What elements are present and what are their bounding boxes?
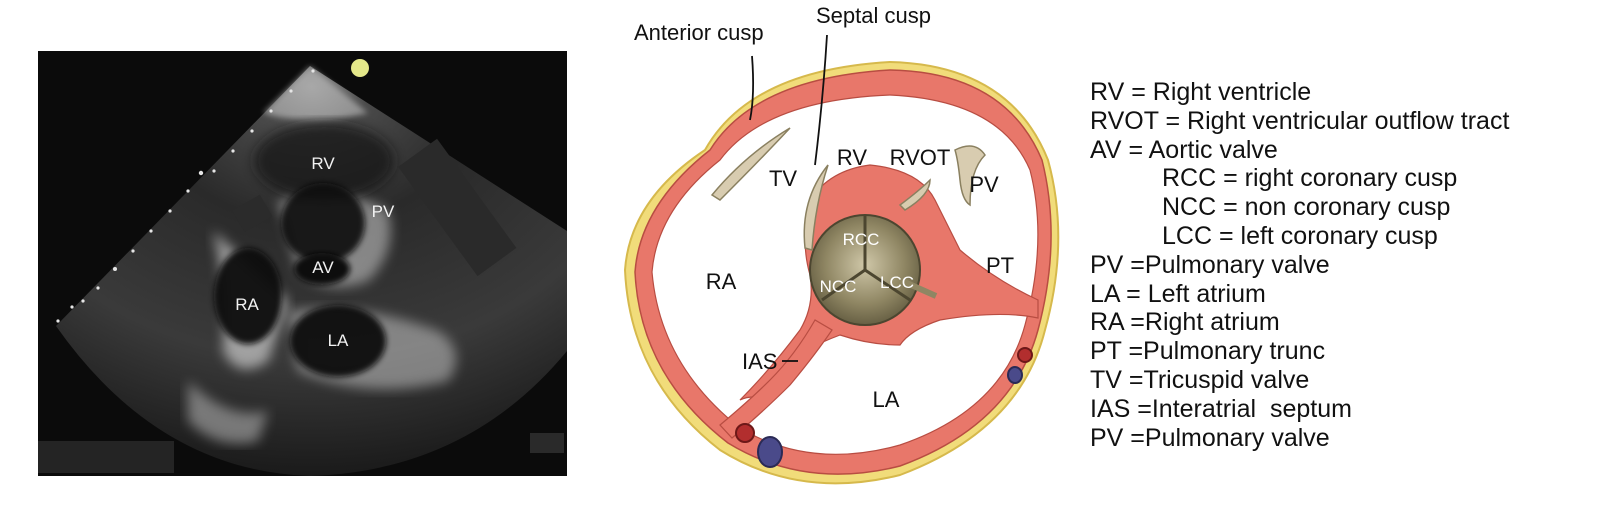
legend-abbreviation: IAS — [1090, 395, 1130, 423]
echo-label-pv: PV — [372, 202, 395, 222]
legend-definition: Pulmonary trunc — [1143, 337, 1325, 365]
chamber-label-rvot: RVOT — [890, 145, 951, 171]
cusp-label-ncc: NCC — [820, 277, 857, 297]
callout-anterior-cusp: Anterior cusp — [634, 20, 764, 46]
legend-separator: = — [1159, 107, 1188, 135]
legend-definition: Interatrial septum — [1152, 395, 1352, 423]
chamber-label-tv: TV — [769, 166, 797, 192]
legend-abbreviation: RCC — [1162, 164, 1216, 192]
heart-cross-section-diagram: Anterior cusp Septal cusp IAS TV RV RVOT… — [600, 0, 1080, 523]
callout-septal-cusp: Septal cusp — [816, 3, 931, 29]
legend-row: IAS =Interatrial septum — [1090, 395, 1595, 424]
legend-row: PT =Pulmonary trunc — [1090, 337, 1595, 366]
legend-row: PV =Pulmonary valve — [1090, 251, 1595, 280]
legend-abbreviation: PV — [1090, 251, 1123, 279]
legend-separator: = — [1119, 280, 1148, 308]
echo-label-la: LA — [328, 331, 349, 351]
legend-definition: Pulmonary valve — [1145, 424, 1330, 452]
legend-row: LCC = left coronary cusp — [1090, 222, 1595, 251]
legend-row: PV =Pulmonary valve — [1090, 424, 1595, 453]
cusp-label-rcc: RCC — [843, 230, 880, 250]
coronary-artery — [1018, 348, 1032, 362]
legend-abbreviation: PV — [1090, 424, 1123, 452]
legend-separator: = — [1122, 366, 1144, 394]
legend-separator: = — [1122, 337, 1144, 365]
legend-separator: = — [1130, 395, 1152, 423]
legend-abbreviation: NCC — [1162, 193, 1216, 221]
legend-separator: = — [1216, 193, 1245, 221]
echo-orientation-marker — [351, 59, 369, 77]
legend-row: TV =Tricuspid valve — [1090, 366, 1595, 395]
legend-definition: Aortic valve — [1149, 136, 1278, 164]
legend-row: RCC = right coronary cusp — [1090, 164, 1595, 193]
coronary-vein — [1008, 367, 1022, 383]
chamber-label-pt: PT — [986, 253, 1014, 279]
legend-abbreviation: LCC — [1162, 222, 1212, 250]
echo-label-rv: RV — [311, 154, 334, 174]
legend-abbreviation: RA — [1090, 308, 1123, 336]
echo-image: RV PV AV RA LA — [38, 51, 567, 476]
echo-ultrasound-sector — [38, 51, 567, 476]
legend-separator: = — [1123, 308, 1145, 336]
chamber-label-la: LA — [873, 387, 900, 413]
legend-row: RA =Right atrium — [1090, 308, 1595, 337]
legend-row: RV = Right ventricle — [1090, 78, 1595, 107]
legend-definition: Left atrium — [1148, 280, 1266, 308]
legend-abbreviation: TV — [1090, 366, 1122, 394]
coronary-vein — [758, 437, 782, 467]
echo-label-ra: RA — [235, 295, 259, 315]
chamber-label-rv: RV — [837, 145, 867, 171]
legend-abbreviation: PT — [1090, 337, 1122, 365]
coronary-artery — [736, 424, 754, 442]
chamber-label-pv: PV — [969, 172, 998, 198]
cusp-label-lcc: LCC — [880, 273, 914, 293]
echo-redaction-box — [38, 441, 174, 473]
legend-row: LA = Left atrium — [1090, 280, 1595, 309]
legend-separator: = — [1122, 136, 1149, 164]
callout-ias: IAS — [742, 349, 777, 375]
legend-definition: Tricuspid valve — [1144, 366, 1310, 394]
legend-abbreviation: AV — [1090, 136, 1122, 164]
legend-definition: non coronary cusp — [1245, 193, 1451, 221]
legend-definition: Right atrium — [1145, 308, 1280, 336]
legend-definition: Pulmonary valve — [1145, 251, 1330, 279]
legend-definition: right coronary cusp — [1245, 164, 1458, 192]
legend-row: NCC = non coronary cusp — [1090, 193, 1595, 222]
chamber-label-ra: RA — [706, 269, 737, 295]
legend-separator: = — [1124, 78, 1153, 106]
legend-separator: = — [1212, 222, 1241, 250]
legend-row: RVOT = Right ventricular outflow tract — [1090, 107, 1595, 136]
legend-definition: Right ventricular outflow tract — [1187, 107, 1509, 135]
legend-abbreviation: RV — [1090, 78, 1124, 106]
legend-definition: left coronary cusp — [1241, 222, 1438, 250]
legend-row: AV = Aortic valve — [1090, 136, 1595, 165]
legend-abbreviation: RVOT — [1090, 107, 1159, 135]
legend-separator: = — [1216, 164, 1245, 192]
echo-redaction-box — [530, 433, 564, 453]
legend-separator: = — [1123, 251, 1145, 279]
echo-label-av: AV — [312, 258, 333, 278]
legend-abbreviation: LA — [1090, 280, 1119, 308]
legend-separator: = — [1123, 424, 1145, 452]
legend-definition: Right ventricle — [1153, 78, 1311, 106]
